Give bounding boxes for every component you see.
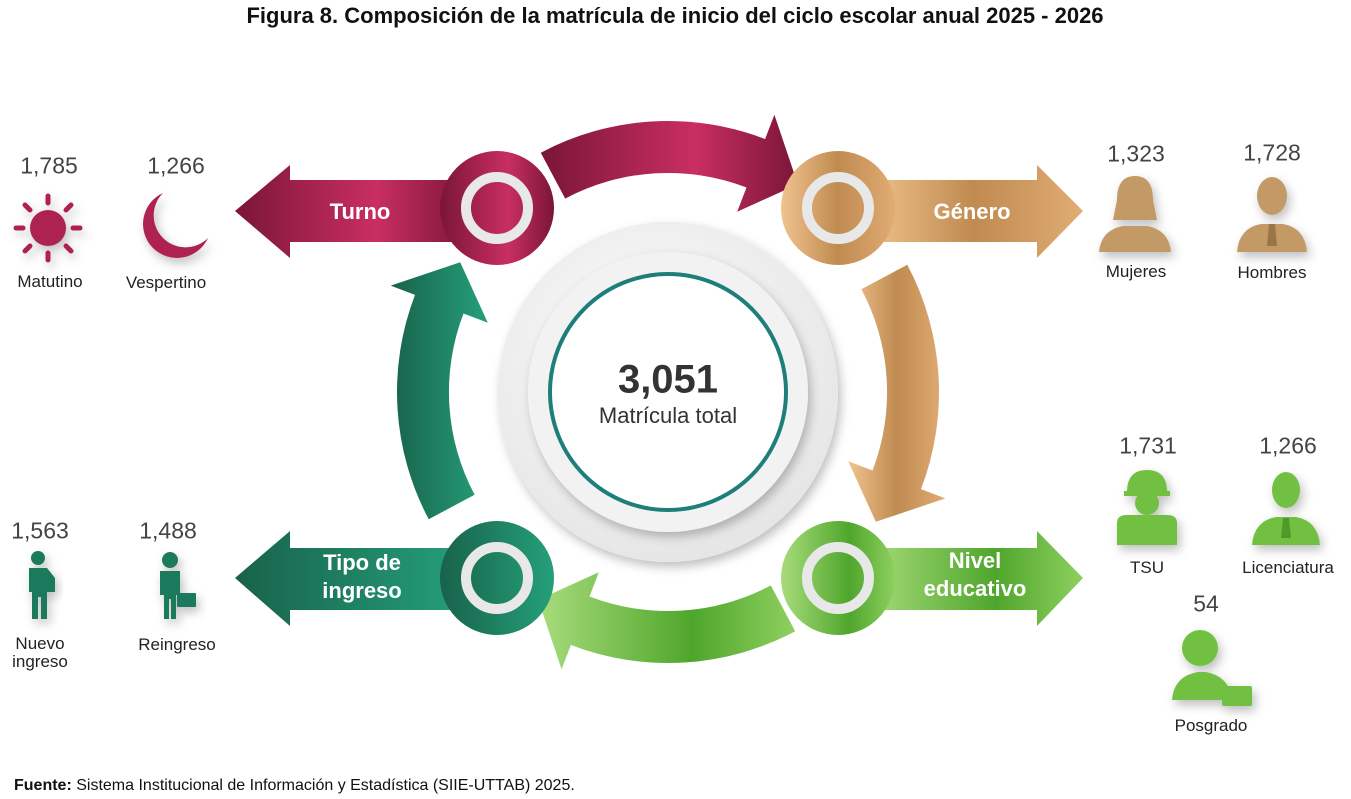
- nuevo-ingreso-value: 1,563: [11, 517, 69, 544]
- matutino-label: Matutino: [17, 272, 83, 291]
- vespertino-value: 1,266: [147, 152, 205, 179]
- tipo-label: Tipo de ingreso: [322, 549, 401, 605]
- footer-text: Sistema Institucional de Información y E…: [71, 777, 575, 794]
- student-icon: [29, 551, 55, 619]
- genero-label: Género: [933, 199, 1011, 224]
- source-footer: Fuente: Sistema Institucional de Informa…: [14, 777, 575, 795]
- tipo-label-line1: Tipo de: [323, 550, 401, 575]
- nivel-arrow: [865, 531, 1083, 626]
- center-ring: [548, 272, 788, 512]
- posgrado-label: Posgrado: [1174, 716, 1248, 735]
- center-disk: [498, 222, 838, 562]
- licenciatura-value: 1,266: [1259, 432, 1317, 459]
- turno-hub: [440, 151, 554, 265]
- nivel-label-line1: Nivel: [948, 548, 1002, 573]
- nivel-hub: [781, 521, 895, 635]
- businessman-icon: [1252, 472, 1320, 545]
- nivel-label-line2: educativo: [923, 576, 1027, 601]
- total-value: 3,051: [617, 357, 719, 402]
- right-curved-arrow: [848, 264, 946, 522]
- turno-arrow: [235, 165, 470, 258]
- turno-label: Turno: [329, 199, 391, 224]
- figure-title: Figura 8. Composición de la matrícula de…: [246, 3, 1104, 28]
- briefcase-person-icon: [160, 552, 196, 619]
- vespertino-label: Vespertino: [125, 273, 207, 292]
- mujeres-label: Mujeres: [1105, 262, 1167, 281]
- moon-icon: [143, 193, 208, 258]
- left-curved-arrow: [390, 262, 488, 520]
- hombres-label: Hombres: [1237, 263, 1307, 282]
- genero-hub: [781, 151, 895, 265]
- tsu-label: TSU: [1130, 558, 1164, 577]
- tsu-value: 1,731: [1119, 432, 1177, 459]
- tipo-arrow: [235, 531, 470, 626]
- businesswoman-icon: [1172, 630, 1252, 706]
- nivel-label: Nivel educativo: [924, 547, 1027, 603]
- nuevo-ingreso-line2: ingreso: [12, 652, 68, 671]
- top-curved-arrow: [540, 114, 798, 212]
- tipo-hub: [440, 521, 554, 635]
- tipo-label-line2: ingreso: [322, 578, 402, 603]
- posgrado-value: 54: [1193, 590, 1219, 617]
- footer-bold: Fuente:: [14, 777, 72, 794]
- bottom-curved-arrow: [538, 572, 796, 670]
- total-label: Matrícula total: [598, 403, 738, 428]
- worker-icon: [1117, 470, 1177, 545]
- hombres-value: 1,728: [1243, 139, 1301, 166]
- matutino-value: 1,785: [20, 152, 78, 179]
- mujeres-value: 1,323: [1107, 140, 1165, 167]
- sun-icon: [13, 193, 83, 263]
- genero-arrow: [865, 165, 1083, 258]
- nuevo-ingreso-line1: Nuevo: [15, 634, 65, 653]
- licenciatura-label: Licenciatura: [1242, 558, 1334, 577]
- woman-icon: [1099, 176, 1171, 252]
- reingreso-label: Reingreso: [138, 635, 216, 654]
- reingreso-value: 1,488: [139, 517, 197, 544]
- man-icon: [1237, 177, 1307, 252]
